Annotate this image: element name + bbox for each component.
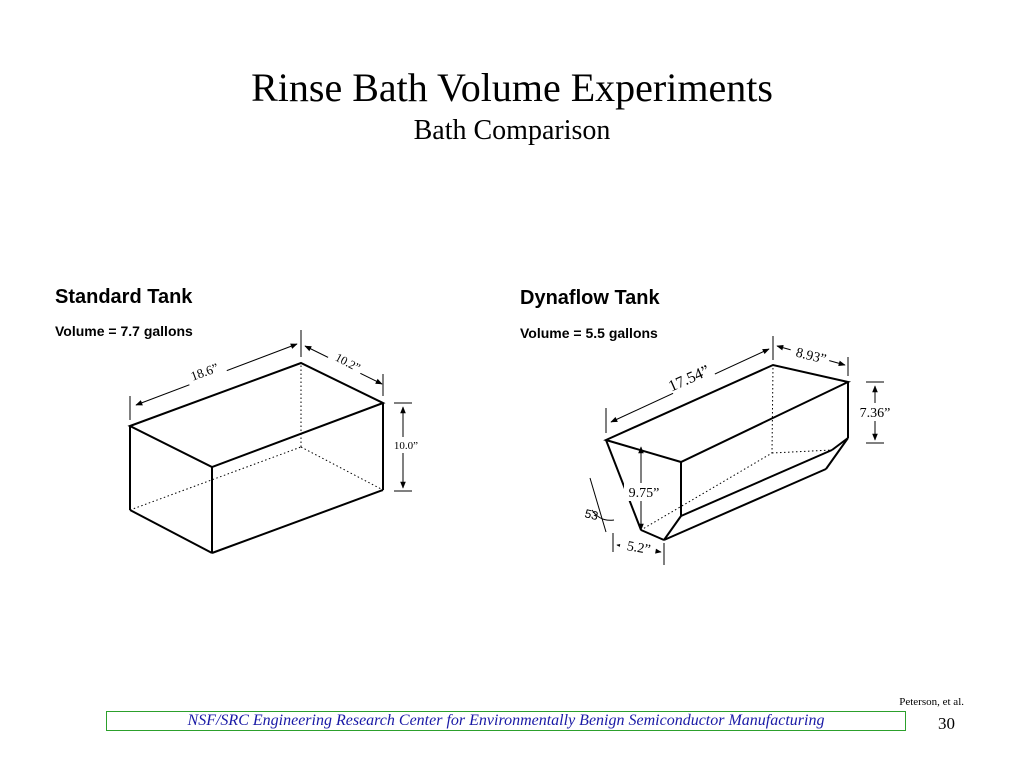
dynaflow-tank-volume: Volume = 5.5 gallons bbox=[520, 325, 658, 341]
author-credit: Peterson, et al. bbox=[899, 696, 964, 708]
dynaflow-tank-bottom-label: 5.2” bbox=[626, 539, 652, 558]
standard-tank-visible-edges bbox=[127, 361, 386, 554]
dynaflow-tank-drawing: 17.54” 8.93” 7.36” 9.75” 5.2” 53 bbox=[583, 336, 895, 565]
dynaflow-tank-length-label: 17.54” bbox=[666, 362, 712, 395]
dynaflow-tank-height-label: 9.75” bbox=[629, 486, 660, 501]
footer-banner: NSF/SRC Engineering Research Center for … bbox=[106, 711, 906, 731]
dynaflow-tank-hidden-edges bbox=[605, 364, 833, 541]
standard-tank-volume: Volume = 7.7 gallons bbox=[55, 323, 193, 339]
standard-tank-height-label: 10.0” bbox=[394, 440, 418, 452]
page-number: 30 bbox=[938, 714, 955, 733]
dynaflow-tank-title: Dynaflow Tank bbox=[520, 287, 660, 309]
dynaflow-tank-top-height-label: 7.36” bbox=[860, 406, 891, 421]
standard-tank-drawing: 18.6” 10.2” 10.0” bbox=[127, 330, 420, 554]
slide-title: Rinse Bath Volume Experiments bbox=[251, 65, 773, 110]
dynaflow-tank-visible-edges bbox=[603, 363, 852, 541]
standard-tank-hidden-edges bbox=[129, 363, 384, 511]
dynaflow-tank-width-label: 8.93” bbox=[794, 346, 827, 368]
slide-subtitle: Bath Comparison bbox=[413, 115, 611, 146]
dynaflow-tank-angle-label: 53 bbox=[583, 506, 600, 523]
standard-tank-title: Standard Tank bbox=[55, 286, 193, 308]
